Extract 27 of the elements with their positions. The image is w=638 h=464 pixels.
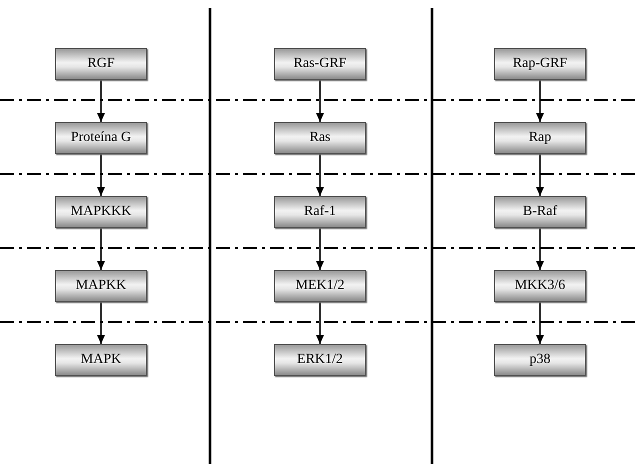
arrow	[316, 228, 324, 270]
arrow	[536, 302, 544, 344]
protein-box: MAPK	[55, 344, 147, 376]
arrow	[316, 80, 324, 122]
protein-box: Ras	[274, 122, 366, 154]
protein-box: MKK3/6	[494, 270, 586, 302]
protein-box: Rap-GRF	[494, 48, 586, 80]
protein-box: MAPKK	[55, 270, 147, 302]
arrow	[97, 154, 105, 196]
protein-box: Proteína G	[55, 122, 147, 154]
protein-box: B-Raf	[494, 196, 586, 228]
protein-box: RGF	[55, 48, 147, 80]
arrow	[97, 228, 105, 270]
arrow	[536, 154, 544, 196]
arrow	[536, 80, 544, 122]
protein-box: MAPKKK	[55, 196, 147, 228]
protein-box: MEK1/2	[274, 270, 366, 302]
arrow	[97, 80, 105, 122]
protein-box: ERK1/2	[274, 344, 366, 376]
protein-box: Ras-GRF	[274, 48, 366, 80]
arrow	[536, 228, 544, 270]
protein-box: p38	[494, 344, 586, 376]
arrow	[97, 302, 105, 344]
protein-box: Raf-1	[274, 196, 366, 228]
arrow	[316, 302, 324, 344]
protein-box: Rap	[494, 122, 586, 154]
arrow	[316, 154, 324, 196]
